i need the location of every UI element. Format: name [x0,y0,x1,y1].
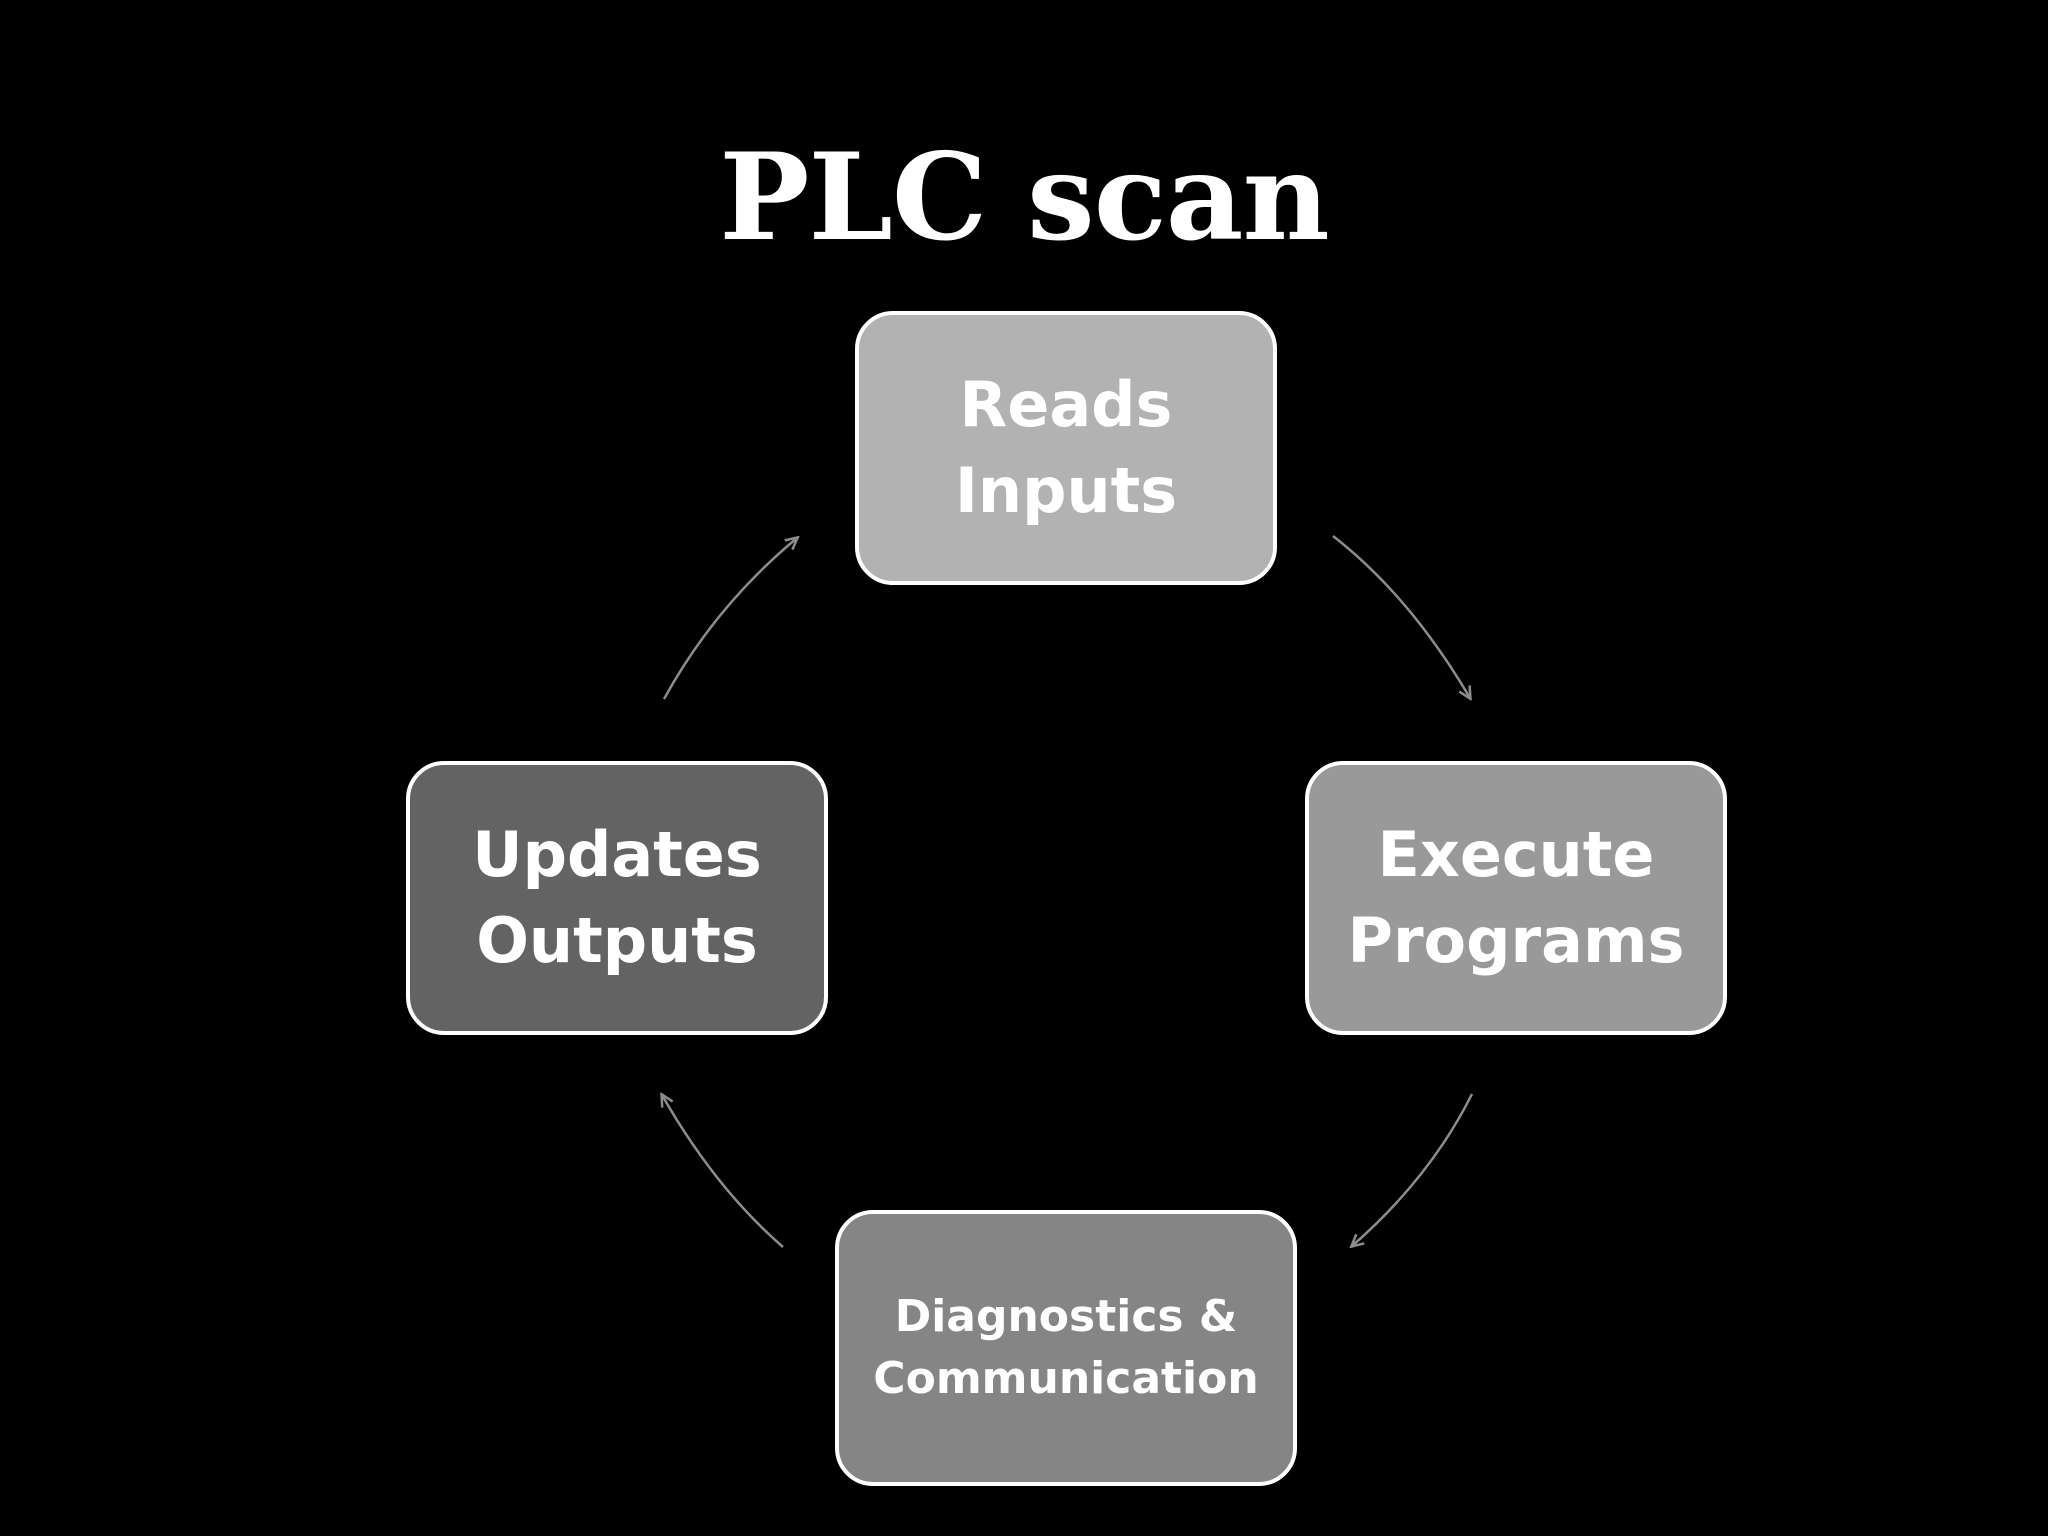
node-label-line: Communication [873,1353,1259,1404]
arrow-updates-to-reads [662,538,797,700]
node-label-line: Diagnostics & [894,1291,1238,1342]
node-label-line: Programs [1347,904,1685,977]
node-label-line: Inputs [954,454,1178,527]
arrow-execute-to-diagnostics [1352,1093,1474,1246]
node-updates-outputs: Updates Outputs [406,761,828,1035]
node-reads-inputs: Reads Inputs [855,311,1277,585]
node-execute-programs: Execute Programs [1305,761,1727,1035]
node-label-line: Execute [1377,818,1655,891]
node-label-line: Outputs [476,904,758,977]
node-label-line: Reads [959,368,1173,441]
slide-title: PLC scan [719,127,1330,268]
arrow-reads-to-execute [1332,535,1470,698]
node-label-line: Updates [472,818,762,891]
node-diagnostics-communication: Diagnostics & Communication [835,1210,1297,1486]
arrow-diagnostics-to-updates [662,1095,784,1248]
